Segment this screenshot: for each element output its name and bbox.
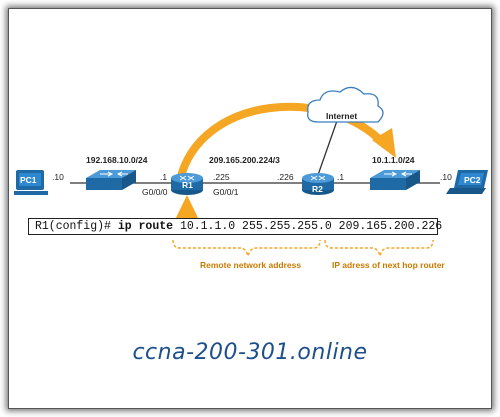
r1-g000-label: G0/0/0	[142, 187, 168, 197]
switch1-icon	[86, 170, 136, 190]
r2-label: R2	[312, 184, 323, 194]
pc1-address: .10	[52, 172, 64, 182]
command-arguments: 10.1.1.0 255.255.255.0 209.165.200.226	[173, 220, 443, 233]
route-path-arrow	[176, 102, 389, 184]
image-frame	[8, 8, 492, 409]
next-hop-annotation: IP adress of next hop router	[332, 260, 445, 270]
r1-router-icon	[171, 173, 203, 195]
route-arrowhead-icon	[372, 128, 396, 158]
route-command-box: R1(config)# ip route 10.1.1.0 255.255.25…	[28, 218, 442, 235]
r2-lan-address: .1	[337, 172, 344, 182]
next-hop-bracket	[324, 239, 434, 257]
switch2-icon	[370, 170, 420, 190]
wan-network-label: 209.165.200.224/3	[209, 155, 280, 165]
r2-router-icon	[302, 173, 334, 195]
r2-internet-link	[317, 117, 339, 176]
pc2-address: .10	[440, 172, 452, 182]
r1-label: R1	[182, 180, 193, 190]
watermark-text: ccna-200-301.online	[132, 340, 368, 365]
remote-network-bracket	[172, 239, 321, 257]
remote-network-annotation: Remote network address	[200, 260, 301, 270]
pc2-laptop-icon	[446, 170, 488, 194]
r2-wan-address: .226	[277, 172, 294, 182]
lan1-network-label: 192.168.10.0/24	[86, 155, 148, 165]
pc2-label: PC2	[464, 175, 481, 185]
lan2-network-label: 10.1.1.0/24	[372, 155, 415, 165]
command-prompt: R1(config)#	[35, 220, 118, 233]
internet-cloud-icon	[307, 86, 384, 123]
r1-wan-address: .225	[213, 172, 230, 182]
command-keyword: ip route	[117, 220, 174, 233]
pc1-computer-icon	[14, 170, 48, 195]
r1-g001-label: G0/0/1	[213, 187, 239, 197]
r1-lan-address: .1	[160, 172, 167, 182]
pc1-label: PC1	[20, 175, 37, 185]
internet-label: Internet	[326, 111, 357, 121]
